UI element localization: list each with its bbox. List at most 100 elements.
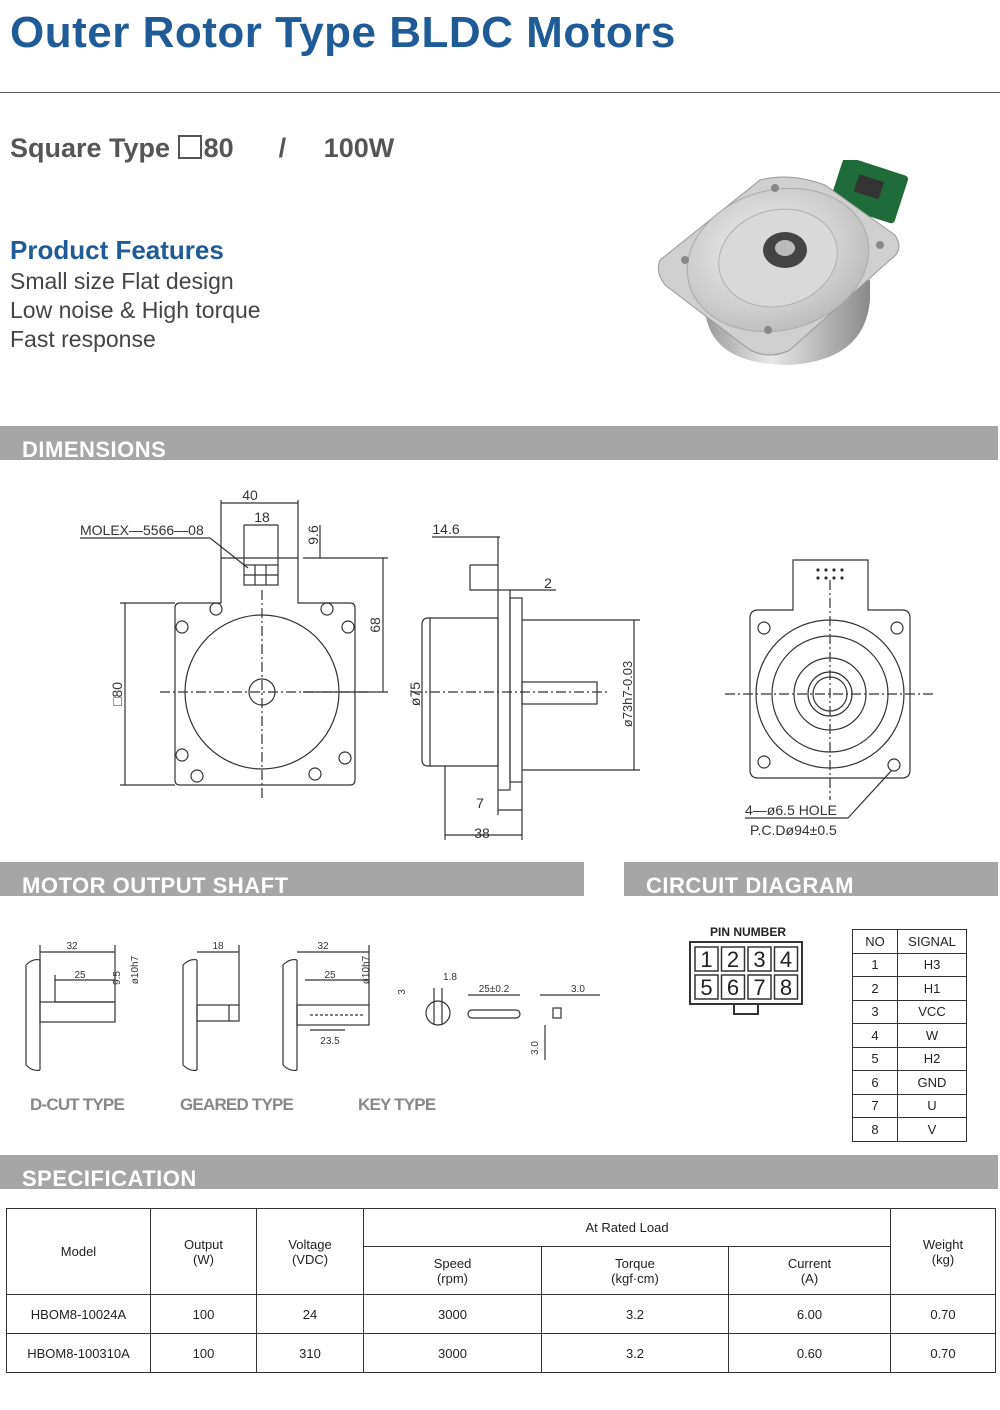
dim-68: 68	[367, 617, 383, 633]
features-heading: Product Features	[10, 235, 224, 265]
circuit-signal: V	[897, 1117, 967, 1142]
pin-cell	[720, 946, 746, 972]
circuit-signal: H1	[897, 976, 967, 1001]
circuit-signal: W	[897, 1023, 967, 1048]
spec-weight: 0.70	[890, 1294, 996, 1334]
dcut-flat: 25	[74, 970, 86, 981]
dim-38: 38	[474, 825, 490, 841]
circuit-bar: CIRCUIT DIAGRAM	[624, 862, 998, 898]
spec-header-model: Model	[6, 1208, 151, 1295]
key-b: 1.8	[443, 972, 457, 983]
subtitle: Square Type 80 / 100W	[10, 133, 394, 164]
dcut-flat-height: 9.5	[112, 971, 123, 985]
spec-header-output: Output(W)	[150, 1208, 257, 1295]
pin-number-title: PIN NUMBER	[709, 925, 786, 939]
pin-label: 5	[700, 975, 712, 1000]
circuit-header-no: NO	[852, 929, 898, 954]
circuit-signal: U	[897, 1093, 967, 1118]
circuit-header-signal: SIGNAL	[897, 929, 967, 954]
circuit-no: 6	[852, 1070, 898, 1095]
key-a: 3	[397, 989, 408, 995]
spec-header-speed: Speed(rpm)	[363, 1246, 542, 1295]
geared-type-label: GEARED TYPE	[180, 1095, 294, 1114]
spec-torque: 3.2	[541, 1294, 729, 1334]
spec-output: 100	[150, 1294, 257, 1334]
dcut-diameter: ø10h7	[130, 955, 141, 984]
spec-speed: 3000	[363, 1294, 542, 1334]
title-divider	[0, 92, 1000, 93]
circuit-signal: H3	[897, 952, 967, 977]
circuit-signal: VCC	[897, 999, 967, 1024]
dim-40: 40	[242, 487, 258, 503]
spec-speed: 3000	[363, 1333, 542, 1373]
pin-cell	[773, 974, 799, 1000]
pin-cell	[747, 974, 772, 1000]
pin-cell	[694, 974, 719, 1000]
spec-table: Model Output(W) Voltage(VDC) At Rated Lo…	[6, 1208, 996, 1373]
spec-bar: SPECIFICATION	[0, 1155, 998, 1191]
circuit-heading: CIRCUIT DIAGRAM	[646, 873, 854, 898]
dcut-length: 32	[66, 941, 78, 952]
dimensions-drawing: 40 18 9.6 MOLEX—5566—08 68 □80 14.6 2 ø7…	[80, 487, 935, 841]
pin-label: 6	[727, 975, 739, 1000]
pin-label: 2	[727, 947, 739, 972]
square-symbol-icon	[177, 135, 202, 159]
spec-header-weight: Weight(kg)	[890, 1208, 996, 1295]
motor-photo	[657, 160, 909, 365]
circuit-no: 8	[852, 1117, 898, 1142]
pcd-label: P.C.Dø94±0.5	[750, 822, 837, 838]
spec-model: HBOM8-100310A	[6, 1333, 151, 1373]
circuit-no: 3	[852, 999, 898, 1024]
dim-14-6: 14.6	[432, 521, 459, 537]
spec-header-current: Current(A)	[728, 1246, 891, 1295]
key-e: 3.0	[530, 1041, 541, 1055]
key-type-label: KEY TYPE	[358, 1095, 436, 1114]
spec-current: 0.60	[728, 1333, 891, 1373]
pin-label: 7	[753, 975, 765, 1000]
key-diameter: ø10h7	[361, 955, 372, 984]
spec-torque: 3.2	[541, 1333, 729, 1373]
circuit-no: 4	[852, 1023, 898, 1048]
shaft-bar: MOTOR OUTPUT SHAFT	[0, 862, 584, 898]
pin-label: 4	[780, 947, 792, 972]
shaft-heading: MOTOR OUTPUT SHAFT	[22, 873, 289, 898]
subtitle-power: 100W	[323, 133, 395, 163]
dim-square-80: □80	[109, 682, 125, 706]
spec-voltage: 24	[256, 1294, 364, 1334]
dimensions-bar: DIMENSIONS	[0, 426, 998, 462]
circuit-no: 7	[852, 1093, 898, 1118]
spec-model: HBOM8-10024A	[6, 1294, 151, 1334]
spec-voltage: 310	[256, 1333, 364, 1373]
pin-cell	[720, 974, 746, 1000]
pin-cell	[747, 946, 772, 972]
pin-cell	[694, 946, 719, 972]
dcut-type-label: D-CUT TYPE	[30, 1095, 124, 1114]
dim-18: 18	[254, 509, 270, 525]
hole-label: 4—ø6.5 HOLE	[745, 802, 837, 818]
feature-item: Low noise & High torque	[10, 297, 261, 323]
shaft-drawings: 32 25 9.5 ø10h7 18 32 25 ø10h7 23.5 3 1.…	[25, 941, 600, 1114]
feature-item: Small size Flat design	[10, 268, 234, 294]
key-c: 25±0.2	[479, 984, 510, 995]
spec-header-rated: At Rated Load	[363, 1208, 891, 1247]
pin-label: 3	[753, 947, 765, 972]
feature-item: Fast response	[10, 326, 156, 352]
subtitle-prefix: Square Type	[10, 133, 171, 163]
spec-header-torque: Torque(kgf·cm)	[541, 1246, 729, 1295]
dimensions-heading: DIMENSIONS	[22, 437, 167, 462]
circuit-signal: H2	[897, 1046, 967, 1071]
circuit-no: 1	[852, 952, 898, 977]
key-width: 23.5	[320, 1036, 340, 1047]
spec-weight: 0.70	[890, 1333, 996, 1373]
spec-current: 6.00	[728, 1294, 891, 1334]
page-title: Outer Rotor Type BLDC Motors	[10, 8, 676, 57]
